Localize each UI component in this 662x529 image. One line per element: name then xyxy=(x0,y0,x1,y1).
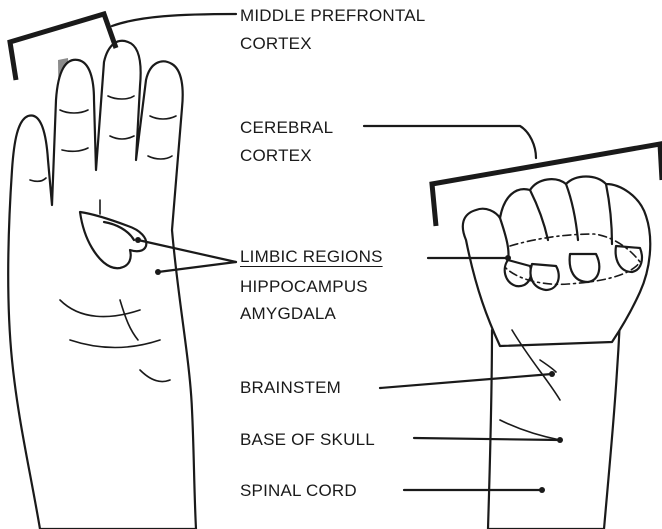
hippocampus-label: HIPPOCAMPUS xyxy=(240,275,368,299)
cerebral-cortex-label-line2: CORTEX xyxy=(240,144,312,168)
middle-prefrontal-label-line2: CORTEX xyxy=(240,32,312,56)
spinal-cord-dot xyxy=(539,487,545,493)
brainstem-dot xyxy=(549,371,555,377)
base-of-skull-dot xyxy=(557,437,563,443)
amygdala-label: AMYGDALA xyxy=(240,302,336,326)
brainstem-label: BRAINSTEM xyxy=(240,376,341,400)
cerebral-cortex-leader xyxy=(364,126,536,158)
open-hand xyxy=(8,41,196,529)
limbic-dot-lower xyxy=(155,269,161,275)
open-hand-outline xyxy=(8,41,196,529)
middle-prefrontal-leader xyxy=(112,14,236,26)
cerebral-cortex-label-line1: CEREBRAL xyxy=(240,116,333,140)
limbic-regions-label: LIMBIC REGIONS xyxy=(240,245,383,269)
closed-fist xyxy=(463,177,650,529)
limbic-dot-upper xyxy=(135,237,141,243)
spinal-cord-label: SPINAL CORD xyxy=(240,479,357,503)
base-of-skull-label: BASE OF SKULL xyxy=(240,428,375,452)
limbic-dot-right xyxy=(505,255,511,261)
middle-prefrontal-label-line1: MIDDLE PREFRONTAL xyxy=(240,4,425,28)
